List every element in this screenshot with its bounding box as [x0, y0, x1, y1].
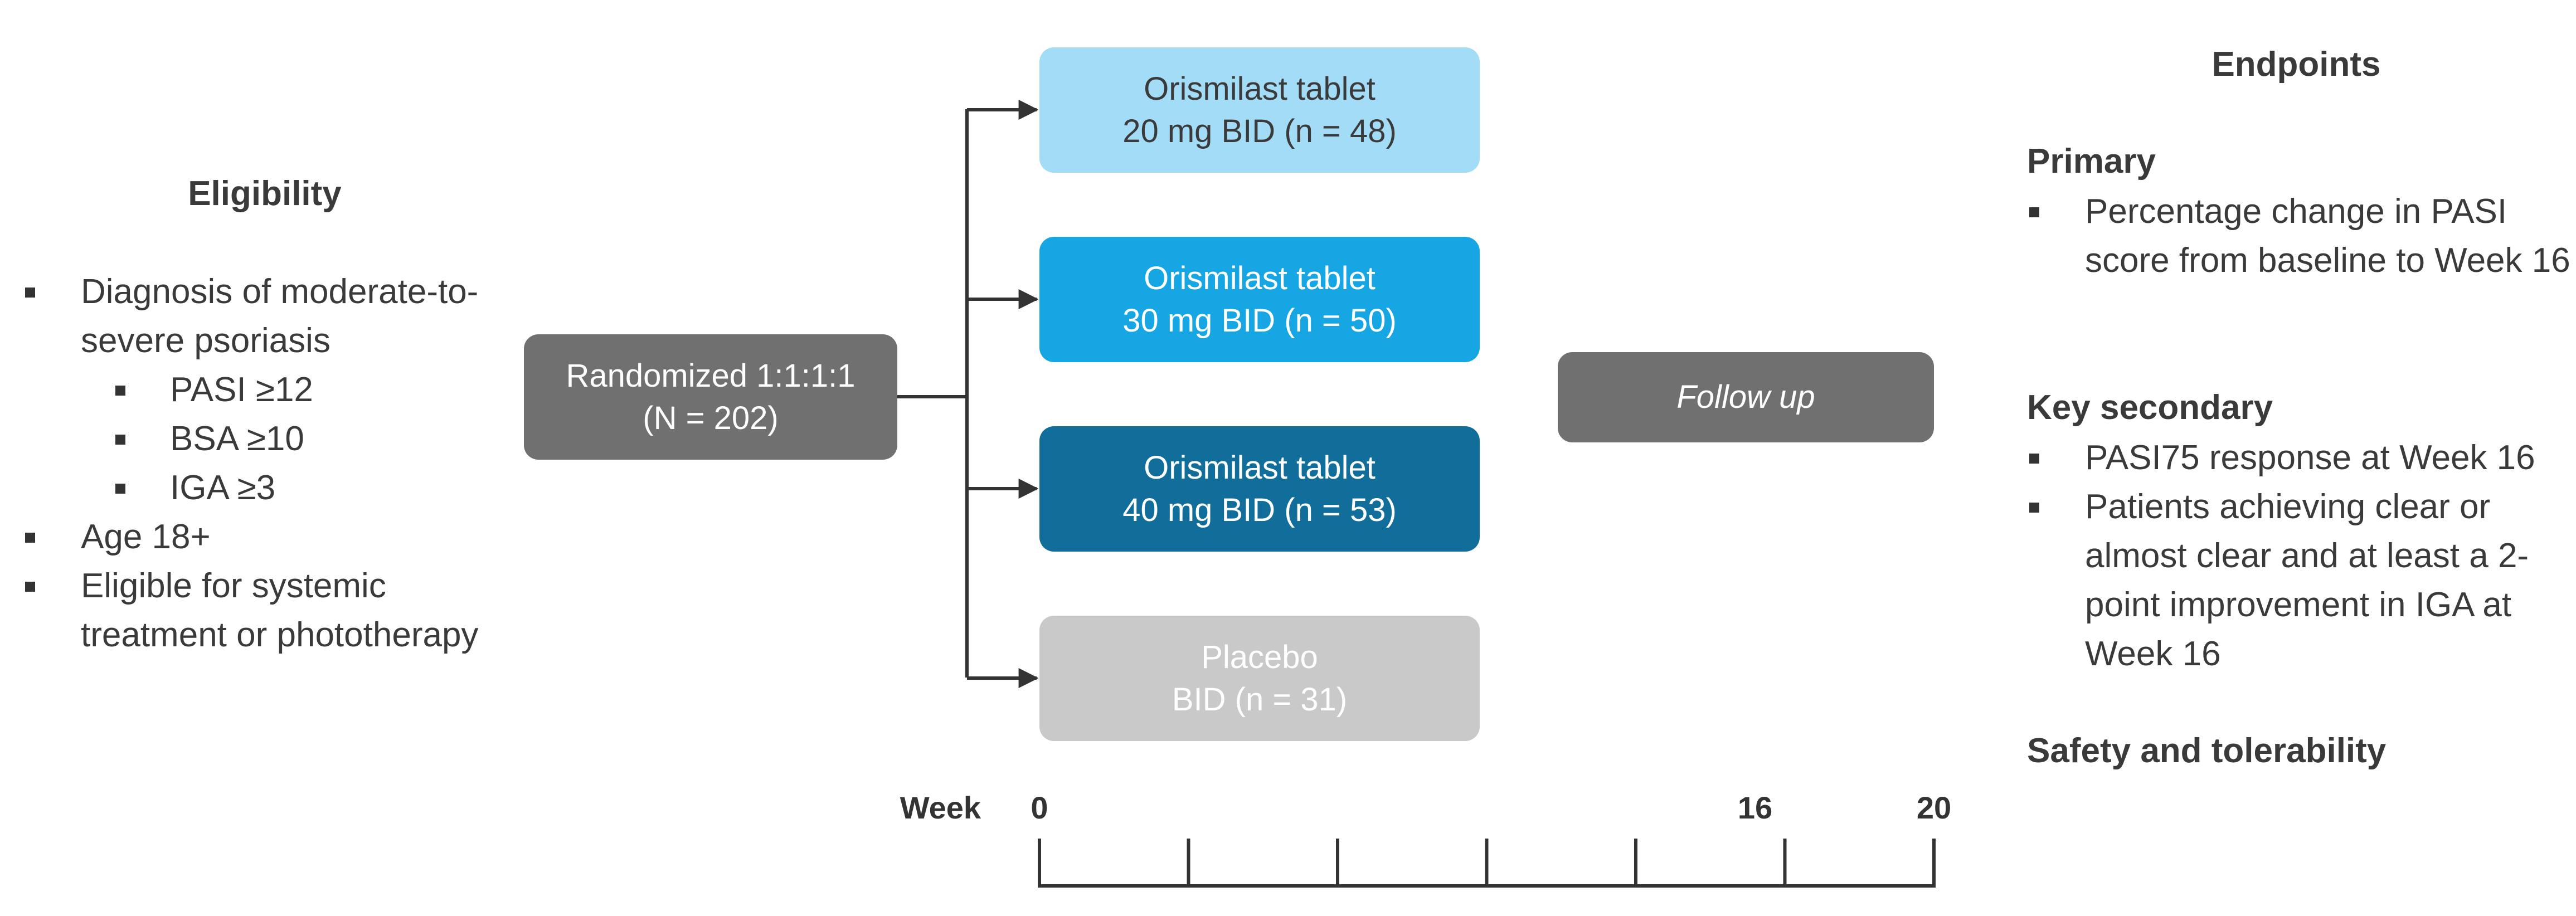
key-secondary-heading: Key secondary — [2027, 388, 2273, 427]
eligibility-subitem-iga: IGA ≥3 — [115, 464, 493, 513]
eligibility-item-age: Age 18+ — [25, 513, 493, 562]
arm-20mg-dose: 20 mg BID (n = 48) — [1122, 113, 1397, 149]
arm-40mg-dose: 40 mg BID (n = 53) — [1122, 491, 1397, 528]
arm-40mg-drug: Orismilast tablet — [1144, 449, 1376, 486]
arm-placebo-drug: Placebo — [1201, 639, 1318, 675]
follow-up-label: Follow up — [1676, 379, 1815, 415]
eligibility-list: Diagnosis of moderate-to-severe psoriasi… — [25, 267, 493, 660]
arm-20mg-box: Orismilast tablet 20 mg BID (n = 48) — [1039, 47, 1480, 173]
week-tick-label: 0 — [1031, 790, 1048, 825]
eligibility-subitem-bsa: BSA ≥10 — [115, 415, 493, 464]
arm-placebo-dose: BID (n = 31) — [1172, 681, 1348, 718]
eligibility-heading: Eligibility — [188, 174, 342, 213]
eligibility-item-diagnosis: Diagnosis of moderate-to-severe psoriasi… — [25, 267, 493, 513]
arm-30mg-box: Orismilast tablet 30 mg BID (n = 50) — [1039, 237, 1480, 362]
randomized-line-2: (N = 202) — [643, 399, 779, 436]
eligibility-item-diagnosis-text: Diagnosis of moderate-to-severe psoriasi… — [81, 272, 479, 360]
week-axis — [1038, 839, 1936, 888]
arm-20mg-drug: Orismilast tablet — [1144, 70, 1376, 107]
primary-endpoint-list: Percentage change in PASI score from bas… — [2029, 187, 2575, 285]
safety-heading: Safety and tolerability — [2027, 732, 2387, 770]
week-axis-label: Week — [900, 790, 981, 825]
key-secondary-item-pasi75: PASI75 response at Week 16 — [2029, 433, 2575, 483]
key-secondary-item-iga: Patients achieving clear or almost clear… — [2029, 483, 2575, 679]
randomized-line-1: Randomized 1:1:1:1 — [566, 357, 856, 394]
primary-endpoint-item: Percentage change in PASI score from bas… — [2029, 187, 2575, 285]
randomized-box: Randomized 1:1:1:1 (N = 202) — [524, 334, 897, 460]
eligibility-subitem-pasi: PASI ≥12 — [115, 366, 493, 415]
key-secondary-list: PASI75 response at Week 16 Patients achi… — [2029, 433, 2575, 679]
week-tick-label: 20 — [1916, 790, 1952, 825]
primary-endpoint-heading: Primary — [2027, 142, 2156, 181]
arm-placebo-box: Placebo BID (n = 31) — [1039, 616, 1480, 741]
arm-30mg-drug: Orismilast tablet — [1144, 260, 1376, 296]
endpoints-heading: Endpoints — [2212, 45, 2381, 84]
follow-up-box: Follow up — [1558, 352, 1934, 442]
arm-40mg-box: Orismilast tablet 40 mg BID (n = 53) — [1039, 426, 1480, 552]
week-tick-label: 16 — [1737, 790, 1773, 825]
eligibility-item-systemic: Eligible for systemic treatment or photo… — [25, 562, 493, 660]
arm-30mg-dose: 30 mg BID (n = 50) — [1122, 302, 1397, 339]
